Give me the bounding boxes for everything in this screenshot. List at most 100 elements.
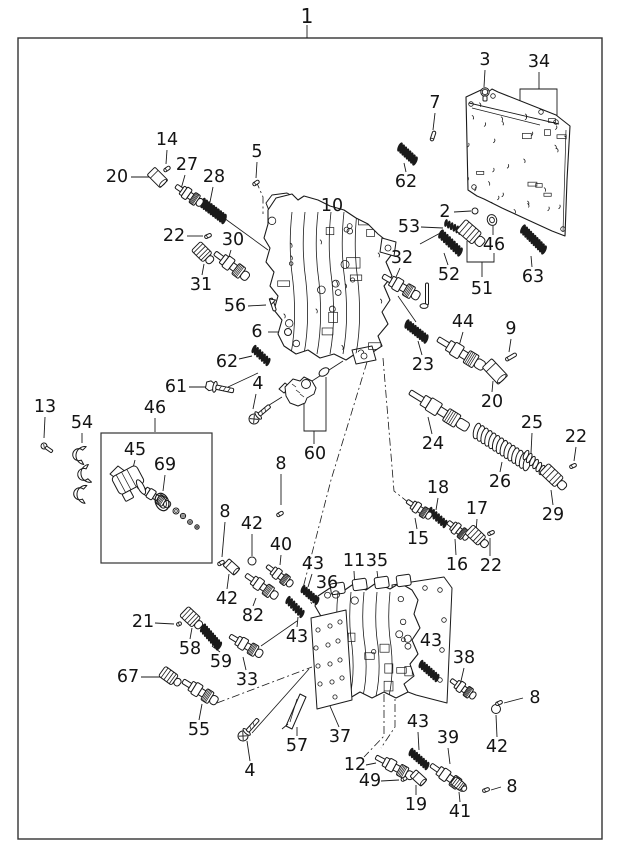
- part-valve-30: [213, 251, 251, 281]
- part-spring-62-mid: [251, 344, 271, 367]
- part-label-l38: 38: [453, 648, 475, 668]
- part-label-l53: 53: [398, 217, 420, 237]
- leader-line: [503, 697, 524, 704]
- leader-line: [435, 497, 439, 511]
- part-label-l40: 40: [270, 535, 292, 555]
- leader-line: [365, 762, 377, 766]
- leader-line: [460, 667, 465, 682]
- part-label-l3: 3: [479, 50, 490, 70]
- part-label-l67: 67: [117, 667, 139, 687]
- leader-line: [550, 489, 554, 506]
- part-label-l43a: 43: [302, 554, 324, 574]
- part-ring-19: [410, 769, 427, 787]
- part-plug-58: [179, 606, 204, 630]
- part-label-l82: 82: [242, 606, 264, 626]
- part-label-l19: 19: [405, 795, 427, 815]
- part-pin-22-a: [204, 233, 212, 239]
- figure-border: [17, 37, 603, 840]
- part-label-l46r: 46: [483, 235, 505, 255]
- part-label-l15: 15: [407, 529, 429, 549]
- part-label-l21: 21: [132, 612, 154, 632]
- part-plug-67: [158, 666, 182, 687]
- part-ball-2: [471, 207, 479, 215]
- part-spring-23: [404, 319, 429, 344]
- part-label-l43c: 43: [420, 631, 442, 651]
- part-label-l25: 25: [521, 413, 543, 433]
- axis-line: [397, 295, 417, 323]
- leader-line: [453, 210, 472, 213]
- part-label-l46: 46: [144, 398, 166, 418]
- leader-line: [329, 705, 340, 728]
- part-solenoid-45: [109, 465, 147, 502]
- part-label-l59: 59: [210, 652, 232, 672]
- part-label-l17: 17: [466, 499, 488, 519]
- part-label-l42c: 42: [486, 737, 508, 757]
- assembly-centerline: [255, 180, 264, 214]
- part-label-l33: 33: [236, 670, 258, 690]
- part-label-l39: 39: [437, 728, 459, 748]
- part-kit-box-46: [100, 432, 213, 564]
- part-label-l22c: 22: [480, 556, 502, 576]
- part-label-l11: 11: [343, 551, 365, 571]
- part-plug-31: [191, 241, 215, 265]
- part-label-l58: 58: [179, 639, 201, 659]
- part-label-l8a: 8: [275, 454, 286, 474]
- part-label-l4a: 4: [252, 374, 263, 394]
- part-bolt-4-lower: [237, 718, 260, 742]
- part-valve-51: [456, 219, 486, 247]
- leader-line: [432, 112, 436, 131]
- part-seal-46: [486, 214, 498, 226]
- part-label-l44: 44: [452, 312, 474, 332]
- leader-line: [296, 616, 299, 628]
- part-spring-52: [438, 229, 463, 257]
- part-pin-21: [176, 621, 182, 627]
- part-bracket-57: [281, 693, 307, 730]
- leader-line: [255, 161, 258, 179]
- part-valve-38: [449, 678, 477, 700]
- part-label-l52: 52: [438, 265, 460, 285]
- part-label-l4b: 4: [244, 761, 255, 781]
- leader-line: [246, 740, 251, 762]
- leader-line: [154, 622, 175, 625]
- part-valve-82: [244, 573, 279, 600]
- leader-line: [279, 554, 282, 566]
- part-label-l23: 23: [412, 355, 434, 375]
- part-valve-40: [265, 564, 294, 588]
- part-valve-55: [181, 678, 219, 706]
- part-label-l35: 35: [366, 551, 388, 571]
- part-valve-16: [446, 520, 471, 541]
- leader-line: [530, 432, 533, 454]
- part-oring-set-69: [154, 492, 200, 530]
- part-label-l24: 24: [422, 434, 444, 454]
- part-label-l8b: 8: [219, 502, 230, 522]
- part-separator-plate-34: [465, 88, 571, 237]
- leader-line: [508, 338, 512, 353]
- part-plug-17: [465, 524, 489, 549]
- part-ball-6: [284, 328, 292, 336]
- part-label-l5: 5: [251, 142, 262, 162]
- leader-line: [491, 380, 494, 393]
- leader-line: [247, 304, 267, 307]
- part-sensor-60: [278, 376, 317, 407]
- leader-line: [403, 162, 407, 173]
- leader-line: [238, 355, 253, 360]
- part-label-l55: 55: [188, 720, 210, 740]
- part-label-l30: 30: [222, 230, 244, 250]
- part-label-l31: 31: [190, 275, 212, 295]
- part-spring-43-c: [418, 659, 440, 683]
- leader-line: [165, 149, 168, 165]
- leader-line: [458, 791, 461, 803]
- part-label-l34: 34: [528, 52, 550, 72]
- parts-layer: [40, 87, 577, 793]
- leader-line: [573, 446, 577, 462]
- part-bolt-61: [204, 380, 235, 394]
- bracket-34b: [539, 88, 558, 126]
- axis-line: [251, 668, 310, 734]
- leader-line: [226, 573, 230, 590]
- part-pin-8-a: [217, 559, 225, 567]
- part-label-l51: 51: [471, 279, 493, 299]
- assembly-centerline: [382, 357, 410, 504]
- leader-line: [221, 521, 226, 558]
- part-spring-43-a: [300, 584, 320, 606]
- part-label-l49: 49: [359, 771, 381, 791]
